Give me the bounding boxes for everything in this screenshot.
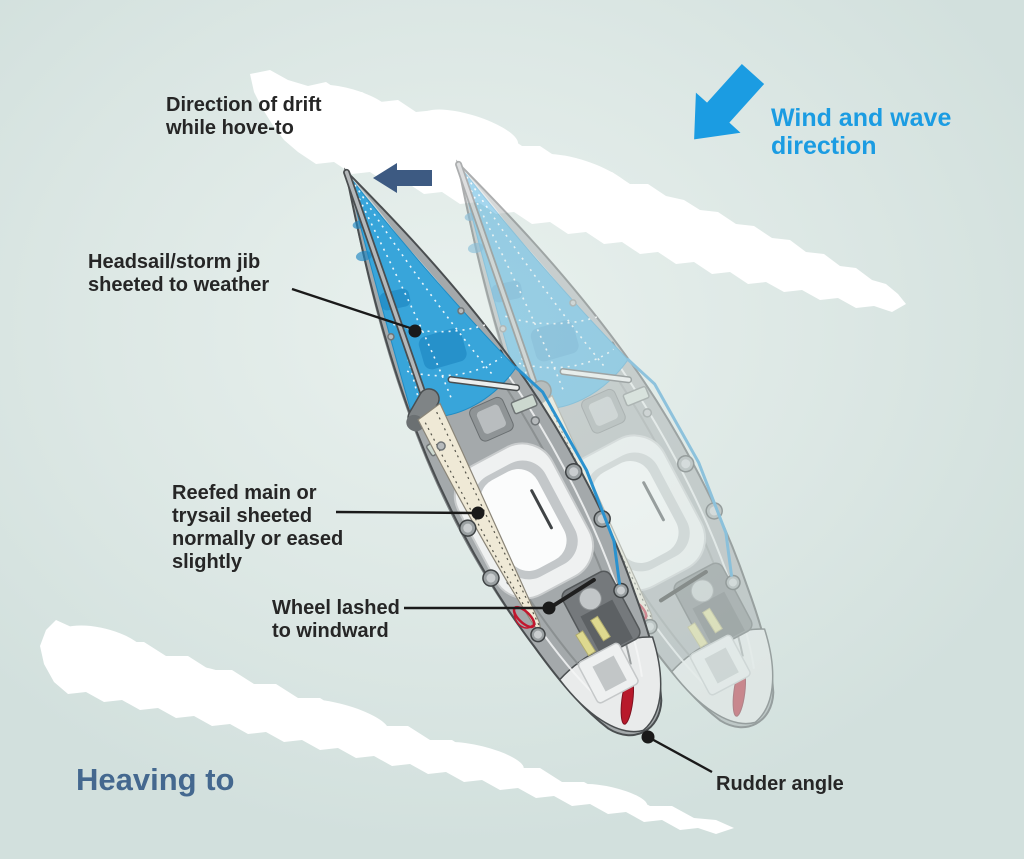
wheel-annotation: Wheel lashed to windward xyxy=(272,597,400,643)
drift-direction-label: Direction of drift while hove-to xyxy=(166,94,322,140)
mainsail-annotation-line2: trysail sheeted xyxy=(172,505,313,527)
drift-direction-label-line2: while hove-to xyxy=(166,117,294,139)
wind-arrow-icon xyxy=(694,63,765,140)
wave-swash-top xyxy=(250,70,906,312)
wheel-annotation-line1: Wheel lashed xyxy=(272,597,400,619)
drift-direction-label-line1: Direction of drift xyxy=(166,94,322,116)
rudder-annotation: Rudder angle xyxy=(716,773,844,796)
drift-arrow-icon xyxy=(373,163,432,193)
mainsail-annotation-line4: slightly xyxy=(172,551,243,573)
headsail-annotation-line2: sheeted to weather xyxy=(88,274,270,296)
mainsail-annotation-line3: normally or eased xyxy=(172,528,344,550)
wind-direction-label: Wind and wave direction xyxy=(771,104,951,160)
wheel-annotation-line2: to windward xyxy=(272,620,389,642)
annotation-leaders xyxy=(291,287,713,774)
headsail-annotation-line1: Headsail/storm jib xyxy=(88,251,261,273)
wind-direction-label-line1: Wind and wave xyxy=(771,104,952,132)
rudder-annotation-line1: Rudder angle xyxy=(716,773,844,795)
headsail-annotation: Headsail/storm jib sheeted to weather xyxy=(88,251,269,297)
wind-direction-label-line2: direction xyxy=(771,132,877,160)
diagram-title: Heaving to xyxy=(76,762,235,797)
wave-swash-bottom xyxy=(40,620,734,834)
mainsail-annotation-line1: Reefed main or xyxy=(172,482,317,504)
mainsail-annotation: Reefed main or trysail sheeted normally … xyxy=(172,482,343,574)
